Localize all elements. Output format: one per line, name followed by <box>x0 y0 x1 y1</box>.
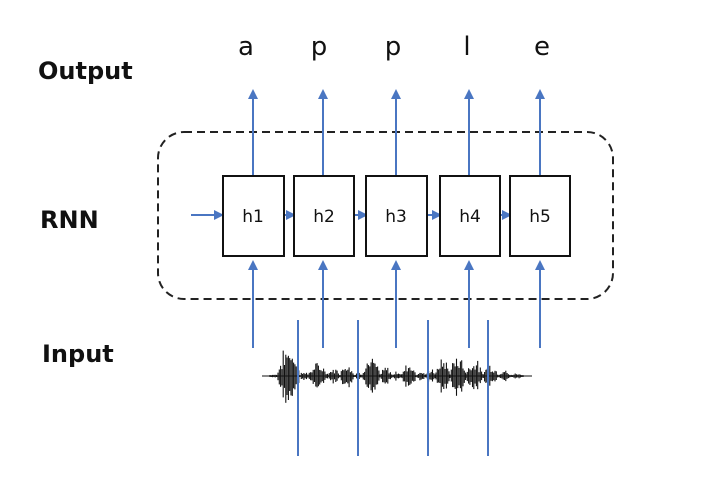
cell-label-h1: h1 <box>242 207 264 227</box>
cell-box-h1 <box>222 175 285 257</box>
output-arrows <box>248 89 545 176</box>
frame-separators <box>297 320 489 456</box>
output-char-5: e <box>534 32 550 62</box>
audio-waveform <box>269 350 524 403</box>
rnn-row-label: RNN <box>40 206 99 234</box>
cell-label-h2: h2 <box>313 207 335 227</box>
cell-label-h4: h4 <box>459 207 481 227</box>
output-char-2: p <box>311 32 328 62</box>
cell-box-h3 <box>365 175 428 257</box>
cell-label-h3: h3 <box>385 207 407 227</box>
input-arrows <box>248 260 545 348</box>
hidden-cells <box>222 175 571 257</box>
cell-box-h5 <box>509 175 571 257</box>
cell-label-h5: h5 <box>529 207 551 227</box>
output-row-label: Output <box>38 57 133 85</box>
output-char-1: a <box>238 32 254 62</box>
cell-box-h4 <box>439 175 501 257</box>
cell-box-h2 <box>293 175 355 257</box>
input-row-label: Input <box>42 340 114 368</box>
output-char-4: l <box>463 32 470 62</box>
output-char-3: p <box>385 32 402 62</box>
rnn-container-dashed-border <box>157 131 614 300</box>
